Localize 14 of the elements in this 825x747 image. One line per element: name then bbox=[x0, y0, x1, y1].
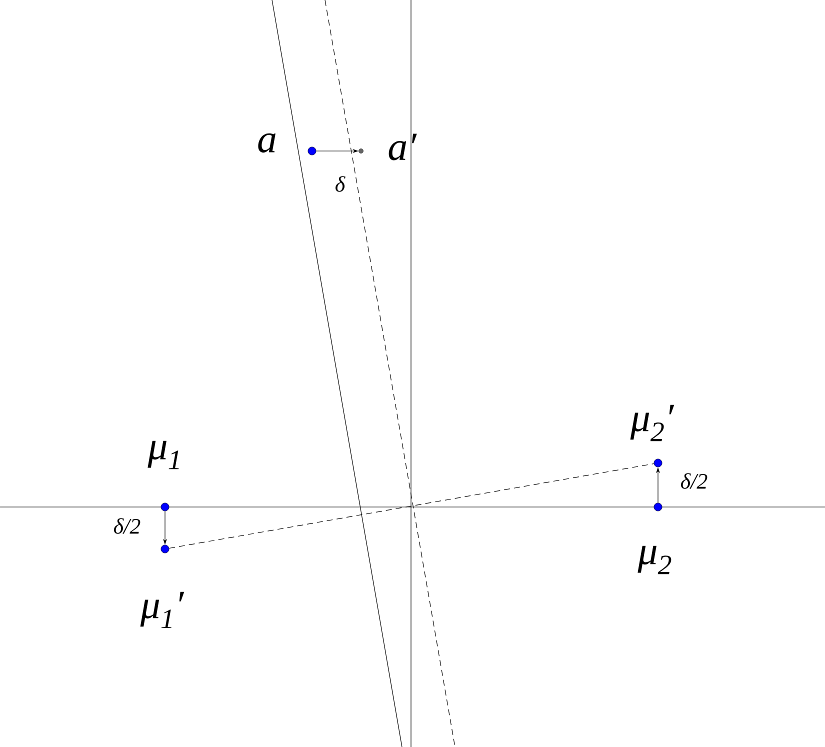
point-label: μ$_{1}$′ bbox=[140, 592, 184, 628]
point-label: μ$_{1}$ bbox=[148, 440, 179, 470]
point-label: μ$_{2}$′ bbox=[630, 404, 674, 442]
point-label: μ$_{2}$ bbox=[638, 546, 672, 574]
point bbox=[308, 146, 316, 156]
point bbox=[160, 544, 170, 554]
point bbox=[160, 502, 170, 512]
edge-label: δ bbox=[334, 175, 346, 193]
point bbox=[654, 502, 662, 512]
edge-label: δ/2 bbox=[112, 517, 142, 535]
edge-label: δ/2 bbox=[679, 472, 709, 490]
point bbox=[358, 148, 364, 154]
point-label: a bbox=[258, 133, 276, 153]
point bbox=[654, 458, 662, 468]
